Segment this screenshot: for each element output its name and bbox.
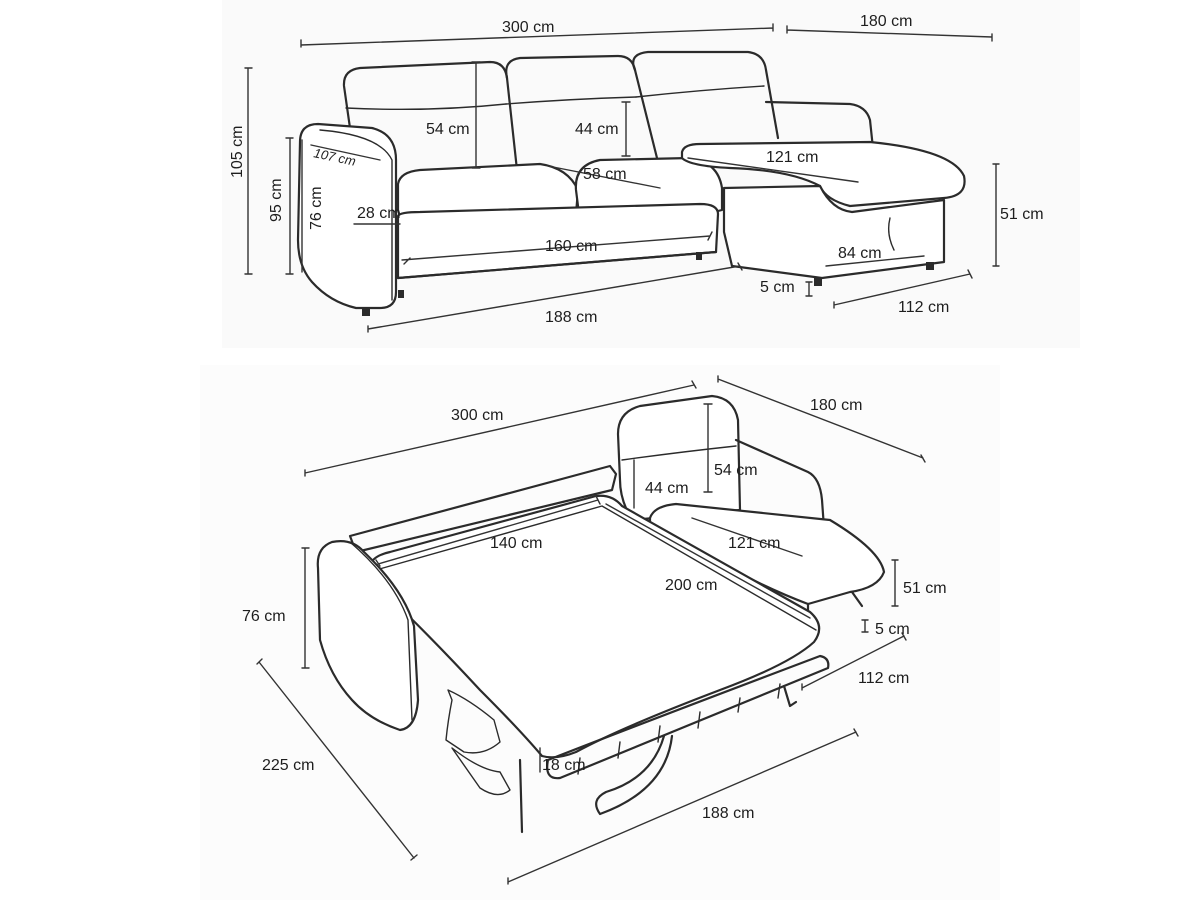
- base-line: [396, 250, 718, 280]
- bed-labels: 300 cm 180 cm 54 cm 44 cm 140 cm 121 cm …: [242, 397, 947, 822]
- dim-line-300: [300, 23, 774, 48]
- bed-label-headrest-raised: 44 cm: [645, 480, 689, 497]
- bed-label-base-width: 188 cm: [702, 805, 754, 822]
- bed-label-width-total: 300 cm: [451, 407, 503, 424]
- seat-front-rail: [396, 202, 720, 280]
- bed-dim-line-225: [256, 658, 418, 861]
- dim-line-188: [367, 262, 743, 333]
- bed-dim-line-140: [375, 495, 601, 567]
- label-width-chaise: 180 cm: [860, 13, 912, 30]
- leg-front-left: [362, 308, 370, 316]
- label-height-back: 95 cm: [268, 178, 285, 222]
- bed-mattress: [368, 494, 821, 759]
- label-seat-depth: 58 cm: [583, 166, 627, 183]
- bed-label-leg-height: 5 cm: [875, 621, 910, 638]
- chaise-backrest: [764, 100, 876, 160]
- bed-mattress-edge: [375, 505, 817, 631]
- label-base-width: 188 cm: [545, 309, 597, 326]
- label-chaise-base: 84 cm: [838, 245, 882, 262]
- dim-line-54: [471, 61, 481, 169]
- label-chaise-seat: 121 cm: [766, 149, 818, 166]
- bed-left-armrest: [316, 540, 420, 732]
- headrest-seam-right: [635, 85, 765, 98]
- label-leg-height: 5 cm: [760, 279, 795, 296]
- sofa-drawing: [296, 50, 966, 316]
- bed-dimension-lines: [256, 375, 926, 885]
- dim-line-51: [992, 163, 1000, 267]
- bed-chaise-back-cushion: [616, 394, 742, 522]
- bed-label-arm-height: 76 cm: [242, 608, 286, 625]
- bed-frame-front: [546, 654, 830, 780]
- bed-frame-legs: [518, 734, 674, 834]
- bed-dim-line-180: [717, 375, 926, 463]
- label-seat-width: 160 cm: [545, 238, 597, 255]
- label-width-total: 300 cm: [502, 19, 554, 36]
- leg-chaise-right: [926, 262, 934, 270]
- top-labels: 300 cm 180 cm 105 cm 95 cm 76 cm 54 cm 4…: [229, 13, 1044, 326]
- bed-dim-line-5: [861, 619, 869, 633]
- armrest-edge: [319, 129, 393, 301]
- label-height-total: 105 cm: [229, 126, 246, 178]
- label-seat-height: 51 cm: [1000, 206, 1044, 223]
- dim-line-58: [547, 165, 661, 189]
- chaise-seat: [680, 140, 966, 208]
- headrest-seam-left: [345, 103, 507, 111]
- label-chaise-width: 112 cm: [898, 299, 949, 316]
- bed-label-chaise-seat: 121 cm: [728, 535, 780, 552]
- bed-dim-line-188: [507, 728, 859, 885]
- label-arm-height: 76 cm: [308, 186, 325, 230]
- dim-line-95: [285, 137, 294, 275]
- bed-dim-line-200: [605, 503, 811, 619]
- dim-line-112: [833, 269, 973, 309]
- dim-line-180: [786, 25, 993, 42]
- bed-label-width-chaise: 180 cm: [810, 397, 862, 414]
- bed-dim-line-112: [801, 632, 907, 691]
- leg-front-middle: [696, 252, 702, 260]
- bed-label-bed-depth: 225 cm: [262, 757, 314, 774]
- bed-label-mattress-width: 140 cm: [490, 535, 542, 552]
- bed-label-seat-height: 51 cm: [903, 580, 947, 597]
- bed-chaise-armrest: [734, 438, 826, 530]
- label-arm-width: 28 cm: [357, 205, 401, 222]
- left-armrest: [296, 122, 398, 310]
- bed-dim-line-76: [301, 547, 310, 669]
- bed-label-headrest: 54 cm: [714, 462, 758, 479]
- dim-line-160: [401, 231, 713, 265]
- back-cushion-middle: [505, 54, 659, 160]
- bed-dim-line-121: [691, 517, 803, 557]
- bed-dim-line-51: [891, 559, 899, 607]
- leg-chaise-front: [814, 278, 822, 286]
- dim-line-5: [805, 281, 813, 297]
- leg-front-center: [398, 290, 404, 298]
- bed-label-mattress-thickness: 18 cm: [542, 757, 586, 774]
- dim-line-105: [244, 67, 253, 275]
- bed-headrest-seam: [621, 445, 737, 461]
- bed-frame-leg-right: [782, 684, 798, 708]
- bed-label-mattress-length: 200 cm: [665, 577, 717, 594]
- dim-line-44: [621, 101, 631, 157]
- bed-dim-line-54: [703, 403, 713, 493]
- bed-label-chaise-width: 112 cm: [858, 670, 909, 687]
- back-cushion-right: [632, 50, 780, 140]
- dim-line-84: [825, 255, 925, 267]
- bed-drawing: [316, 394, 886, 834]
- chaise-pull-handle: [887, 217, 895, 251]
- label-headrest-raised: 44 cm: [575, 121, 619, 138]
- bed-mechanism-upper: [445, 689, 501, 754]
- bed-slats: [577, 683, 781, 775]
- top-dimension-lines: [244, 23, 1000, 333]
- label-headrest: 54 cm: [426, 121, 470, 138]
- chaise-base: [722, 184, 946, 280]
- dim-line-121: [687, 157, 859, 183]
- dim-line-107: [310, 144, 381, 161]
- bed-dim-line-300: [304, 380, 697, 477]
- bed-armrest-edge: [349, 541, 413, 721]
- bed-mechanism-lower: [451, 747, 511, 796]
- headrest-seam-middle: [505, 96, 637, 105]
